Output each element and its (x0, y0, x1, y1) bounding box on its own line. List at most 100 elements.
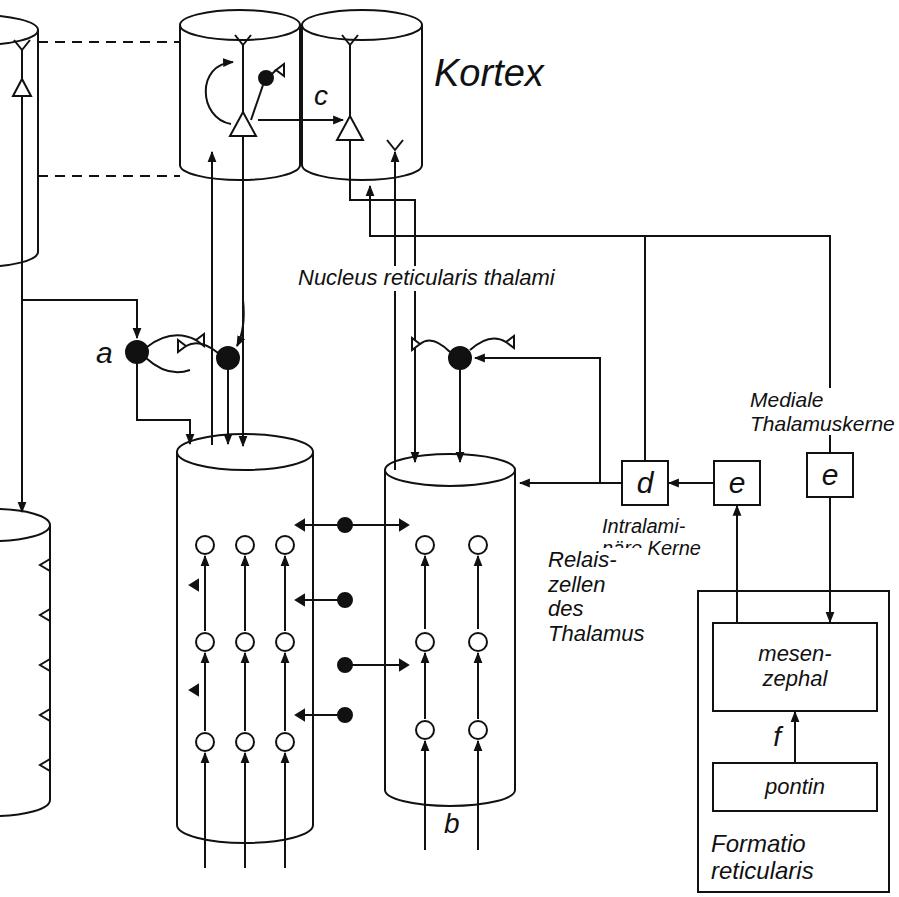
thalamic-cells (236, 633, 254, 651)
cortical-neurons (337, 116, 363, 140)
reticular-neurons (126, 341, 148, 363)
cortical-neurons (394, 152, 396, 470)
cortical-neurons (206, 62, 233, 124)
thalamic-cells (469, 633, 487, 651)
cortex-cylinders (179, 25, 181, 165)
thalamic-cells (40, 609, 50, 621)
nucleus-box: pontin (712, 762, 878, 812)
nucleus-name: d (637, 466, 654, 500)
thalamic-cells (304, 599, 338, 601)
thalamic-cells (40, 518, 487, 868)
cortical-neurons (211, 152, 213, 445)
thalamic-cells (244, 556, 246, 631)
thalamus-cylinders (0, 509, 50, 541)
thalamic-cells (40, 659, 50, 671)
thalamic-cells (204, 653, 206, 731)
thalamic-cells (338, 518, 352, 532)
cortex-cylinders (0, 15, 38, 45)
cortical-neurons (350, 140, 415, 462)
cortical-neurons (276, 64, 284, 76)
reticular-neurons (412, 338, 420, 350)
reticular-neurons (449, 347, 471, 369)
cortex-cylinders (421, 25, 423, 165)
thalamic-cells (338, 658, 352, 672)
thalamic-cells (284, 556, 286, 631)
thalamic-cells (296, 520, 304, 530)
nucleus-label: Mediale Thalamuskerne (748, 388, 897, 435)
thalamic-cells (424, 653, 426, 719)
reticular-neurons (178, 340, 186, 352)
cortex-cylinders (180, 10, 300, 40)
cell-label: Relais- zellen des Thalamus (546, 548, 647, 647)
pathway-letter: f (771, 721, 783, 752)
thalamic-cells (204, 753, 206, 868)
cortical-neurons (272, 70, 276, 74)
thalamic-cells (276, 536, 294, 554)
nucleus-name: pontin (765, 775, 825, 800)
cortex-cylinders (37, 30, 39, 252)
intralaminar-projections (370, 186, 645, 461)
reticular-neurons (459, 369, 461, 462)
thalamic-cells (236, 536, 254, 554)
reticular-neurons (227, 369, 229, 444)
thalamus-cylinders (385, 454, 515, 486)
pathway-letter: b (442, 808, 462, 839)
cortical-neurons (22, 300, 137, 338)
cortical-neurons (251, 85, 263, 120)
reticular-neurons (217, 347, 239, 369)
region-name: Formatio reticularis (711, 831, 814, 885)
nucleus-name: e (822, 458, 839, 492)
thalamic-cells (196, 633, 214, 651)
reticular-neurons (420, 340, 450, 352)
cortical-neurons (13, 79, 31, 96)
thalamic-cells (400, 520, 408, 530)
cortex-cylinders (38, 175, 180, 177)
thalamic-cells (304, 524, 338, 526)
connector (829, 498, 831, 622)
cortex-cylinders (299, 25, 301, 165)
thalamic-cells (40, 709, 50, 721)
thalamic-cells (424, 741, 426, 850)
thalamus-cylinders (176, 452, 178, 825)
thalamic-cells (416, 633, 434, 651)
thalamic-cells (40, 559, 50, 571)
nucleus-box: e (713, 460, 761, 506)
thalamic-cells (276, 733, 294, 751)
thalamic-cells (352, 524, 400, 526)
thalamic-cells (196, 733, 214, 751)
thalamic-cells (400, 660, 408, 670)
cortex-cylinders (302, 10, 422, 40)
thalamus-cylinders (0, 434, 515, 843)
reticular-neurons (146, 358, 190, 372)
cortical-neurons (342, 35, 358, 45)
intralaminar-projections (520, 482, 621, 484)
nucleus-box: e (806, 452, 854, 498)
cortical-neurons (21, 96, 23, 512)
cortical-neurons (259, 71, 273, 85)
nucleus-name: e (729, 466, 746, 500)
cortical-neurons (242, 45, 244, 112)
cortex-cylinders (302, 165, 422, 180)
reticular-neurons (137, 363, 190, 444)
thalamic-cells (424, 556, 426, 629)
thalamic-cells (416, 721, 434, 739)
cortical-neurons (258, 119, 343, 121)
region-box: Formatio reticularismesen- zephalpontin (697, 590, 890, 893)
pathway-letter: c (312, 80, 330, 111)
thalamus-cylinders (0, 800, 50, 816)
cortical-neurons (242, 136, 244, 446)
thalamic-cells (244, 653, 246, 731)
thalamus-cylinders (384, 470, 386, 790)
cortical-neurons (235, 35, 251, 45)
thalamic-cells (304, 714, 338, 716)
thalamic-cells (284, 753, 286, 868)
reticular-neurons (506, 336, 514, 348)
intralaminar-projections (475, 358, 600, 483)
cortical-neurons (14, 40, 30, 50)
reticular-neurons (186, 343, 218, 353)
cortex-cylinders (0, 252, 38, 267)
connector (794, 712, 796, 762)
thalamic-cells (469, 721, 487, 739)
cortical-neurons (237, 300, 244, 346)
